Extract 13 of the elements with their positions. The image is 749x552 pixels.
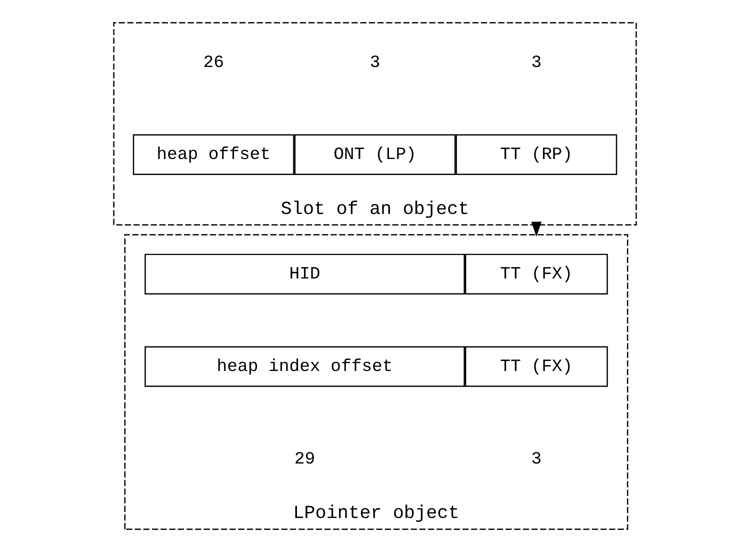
node-box: TT (FX): [464, 346, 608, 387]
node-box: heap offset: [132, 134, 294, 175]
arrow: [530, 222, 542, 237]
node-box: HID: [144, 254, 464, 294]
label: 3: [530, 54, 542, 73]
label: 3: [530, 450, 542, 470]
label: 3: [369, 54, 380, 73]
node-box: heap index offset: [144, 346, 464, 387]
label: 26: [202, 54, 224, 73]
node-box: TT (RP): [455, 134, 617, 175]
node-box: ONT (LP): [294, 134, 456, 175]
label: 29: [294, 450, 315, 470]
node-box: TT (FX): [464, 254, 608, 294]
